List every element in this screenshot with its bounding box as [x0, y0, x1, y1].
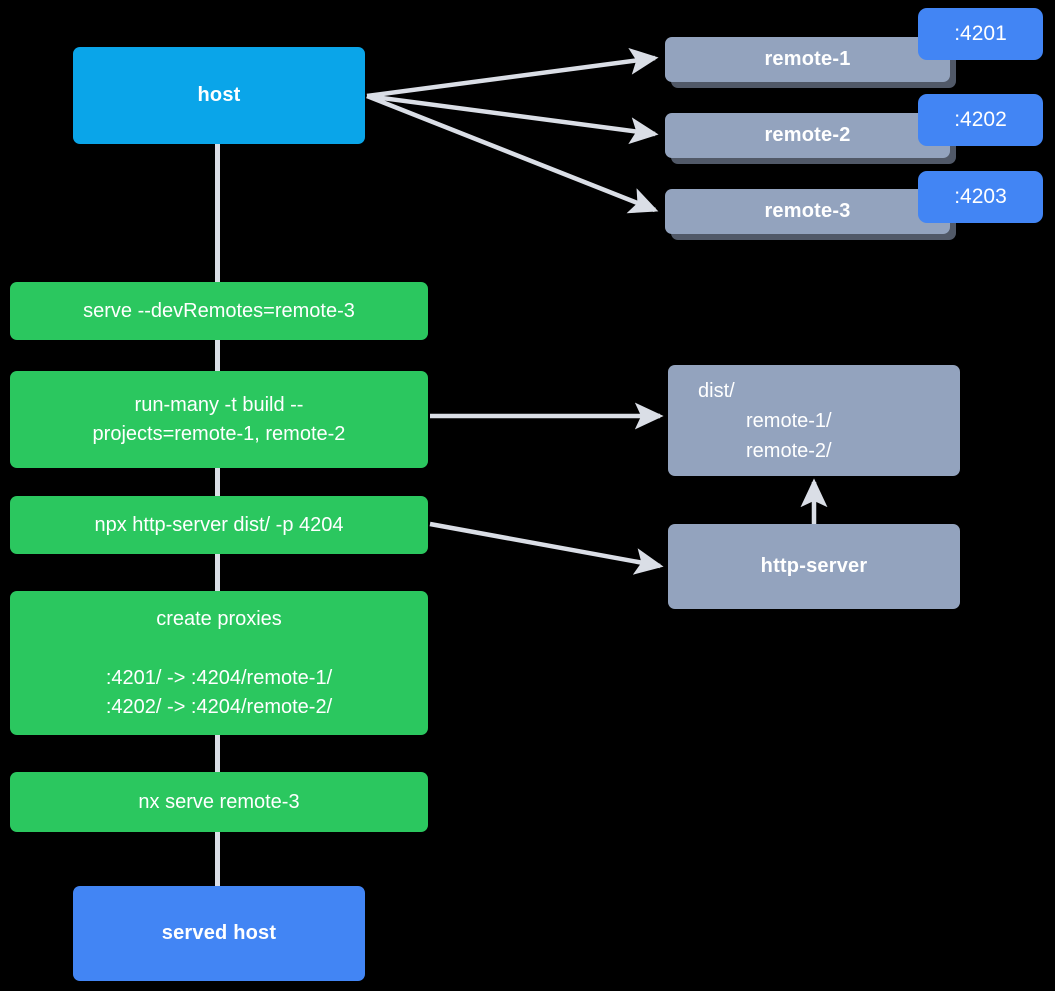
node-served-host-label: served host [161, 922, 277, 944]
command-create-proxies-line-1: :4201/ -> :4204/remote-1/ [105, 666, 333, 689]
command-serve-dev-remotes[interactable]: serve --devRemotes=remote-3 [10, 282, 428, 340]
node-http-server-label: http-server [760, 555, 868, 577]
node-dist-line-1: dist/ [698, 379, 735, 402]
command-nx-serve-remote-3-label: nx serve remote-3 [138, 790, 300, 813]
node-dist-line-2: remote-1/ [746, 409, 832, 432]
edge-host-to-remote-3 [366, 93, 659, 214]
badge-remote-1-port: :4201 [918, 8, 1043, 60]
command-create-proxies[interactable]: create proxies :4201/ -> :4204/remote-1/… [10, 591, 428, 735]
spine-npx-to-proxies [215, 549, 220, 593]
spine-host-to-serve [215, 143, 220, 285]
spine-nxserve-to-servedhost [215, 830, 220, 886]
node-remote-2[interactable]: remote-2 [665, 113, 950, 158]
node-dist-text: dist/ remote-1/ remote-2/ [668, 376, 960, 466]
node-served-host[interactable]: served host [73, 886, 365, 981]
edge-host-to-remote-1 [366, 47, 659, 99]
command-npx-http-server-label: npx http-server dist/ -p 4204 [94, 513, 344, 536]
command-run-many-build-line-2: projects=remote-1, remote-2 [92, 422, 346, 445]
node-dist-line-3: remote-2/ [746, 439, 832, 462]
badge-remote-1-port-label: :4201 [954, 22, 1007, 45]
spine-proxies-to-nxserve [215, 730, 220, 772]
node-dist[interactable]: dist/ remote-1/ remote-2/ [668, 365, 960, 476]
badge-remote-3-port: :4203 [918, 171, 1043, 223]
command-run-many-build[interactable]: run-many -t build -- projects=remote-1, … [10, 371, 428, 468]
command-create-proxies-title: create proxies [156, 607, 282, 630]
spine-serve-to-runmany [215, 337, 220, 373]
edge-npx-to-httpserver [429, 521, 664, 575]
node-host-label: host [197, 84, 241, 106]
node-host[interactable]: host [73, 47, 365, 144]
command-create-proxies-line-2: :4202/ -> :4204/remote-2/ [105, 695, 333, 718]
node-http-server[interactable]: http-server [668, 524, 960, 609]
node-remote-3[interactable]: remote-3 [665, 189, 950, 234]
node-remote-1[interactable]: remote-1 [665, 37, 950, 82]
spine-runmany-to-npx [215, 465, 220, 498]
node-remote-3-label: remote-3 [764, 200, 851, 222]
badge-remote-3-port-label: :4203 [954, 185, 1007, 208]
edge-host-to-remote-2 [366, 93, 659, 145]
badge-remote-2-port: :4202 [918, 94, 1043, 146]
node-remote-1-label: remote-1 [764, 48, 851, 70]
badge-remote-2-port-label: :4202 [954, 108, 1007, 131]
command-nx-serve-remote-3[interactable]: nx serve remote-3 [10, 772, 428, 832]
command-run-many-build-line-1: run-many -t build -- [134, 393, 304, 416]
node-remote-2-label: remote-2 [764, 124, 851, 146]
command-npx-http-server[interactable]: npx http-server dist/ -p 4204 [10, 496, 428, 554]
command-serve-dev-remotes-label: serve --devRemotes=remote-3 [83, 299, 355, 322]
